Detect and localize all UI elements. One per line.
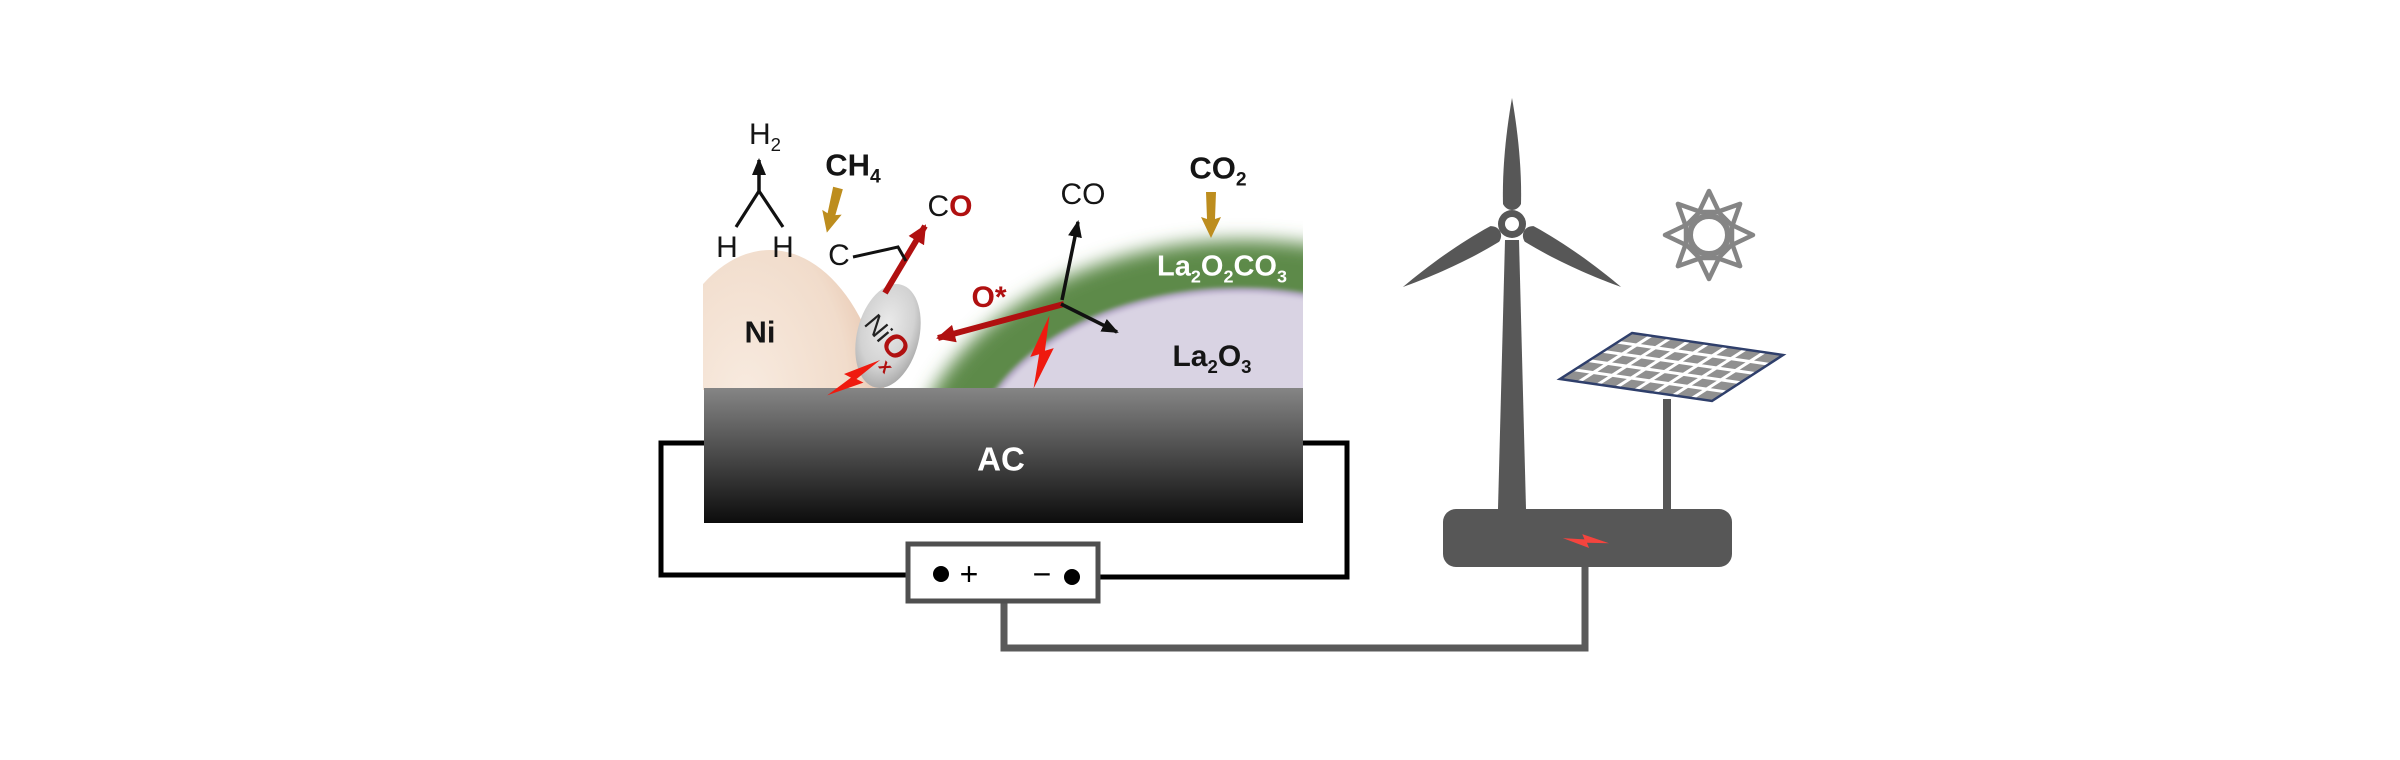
ac-support-block xyxy=(704,388,1303,523)
la2o2co3-label: La2O2CO3 xyxy=(1157,250,1287,287)
h-atom-label: H xyxy=(716,231,738,264)
turbine-tower xyxy=(1498,240,1526,509)
terminal-dot-positive xyxy=(933,566,949,582)
solar-panel-icon xyxy=(1556,331,1787,403)
ni-label: Ni xyxy=(744,314,776,350)
solar-panel-pole xyxy=(1663,399,1671,509)
co2-label: CO2 xyxy=(1189,150,1247,191)
electrode-wire-left xyxy=(658,440,933,578)
catalyst-scene xyxy=(703,240,1303,390)
h2-label: H2 xyxy=(748,118,782,155)
la2o3-particle-shape xyxy=(995,287,1303,390)
co-black-arrow xyxy=(1060,220,1082,301)
o-spillover-arrow xyxy=(936,301,1065,343)
electrode-wire-right xyxy=(1080,440,1350,580)
ac-support-label: AC xyxy=(977,440,1025,478)
lightning-bolt-icon xyxy=(827,360,881,396)
active-oxygen-label: O* xyxy=(971,281,1007,314)
co-label: CO xyxy=(1060,178,1106,211)
co2-feed-arrow xyxy=(1201,192,1221,238)
niox-particle-shape xyxy=(855,284,921,388)
co-product-label: CO xyxy=(927,190,973,223)
wind-turbine-icon xyxy=(1402,98,1622,509)
carbon-label: C xyxy=(828,239,850,272)
h-atom-label: H xyxy=(772,231,794,264)
positive-terminal-label: + xyxy=(959,556,979,592)
lightning-bolt-icon xyxy=(1562,534,1610,549)
co2-split-arrow xyxy=(1060,302,1119,334)
ch4-feed-arrow xyxy=(822,186,843,233)
lightning-bolt-icon xyxy=(1030,315,1054,389)
terminal-dot-negative xyxy=(1064,569,1080,585)
turbine-blades xyxy=(1402,98,1622,287)
h-recombination-lines xyxy=(734,188,785,228)
carbon-bond-line xyxy=(852,245,908,262)
sun-icon xyxy=(1662,188,1756,282)
negative-terminal-label: − xyxy=(1032,556,1052,592)
la2o3-label: La2O3 xyxy=(1172,340,1252,377)
ch4-label: CH4 xyxy=(825,147,881,188)
ni-particle-shape xyxy=(703,250,885,390)
dc-wire xyxy=(1000,566,1589,652)
